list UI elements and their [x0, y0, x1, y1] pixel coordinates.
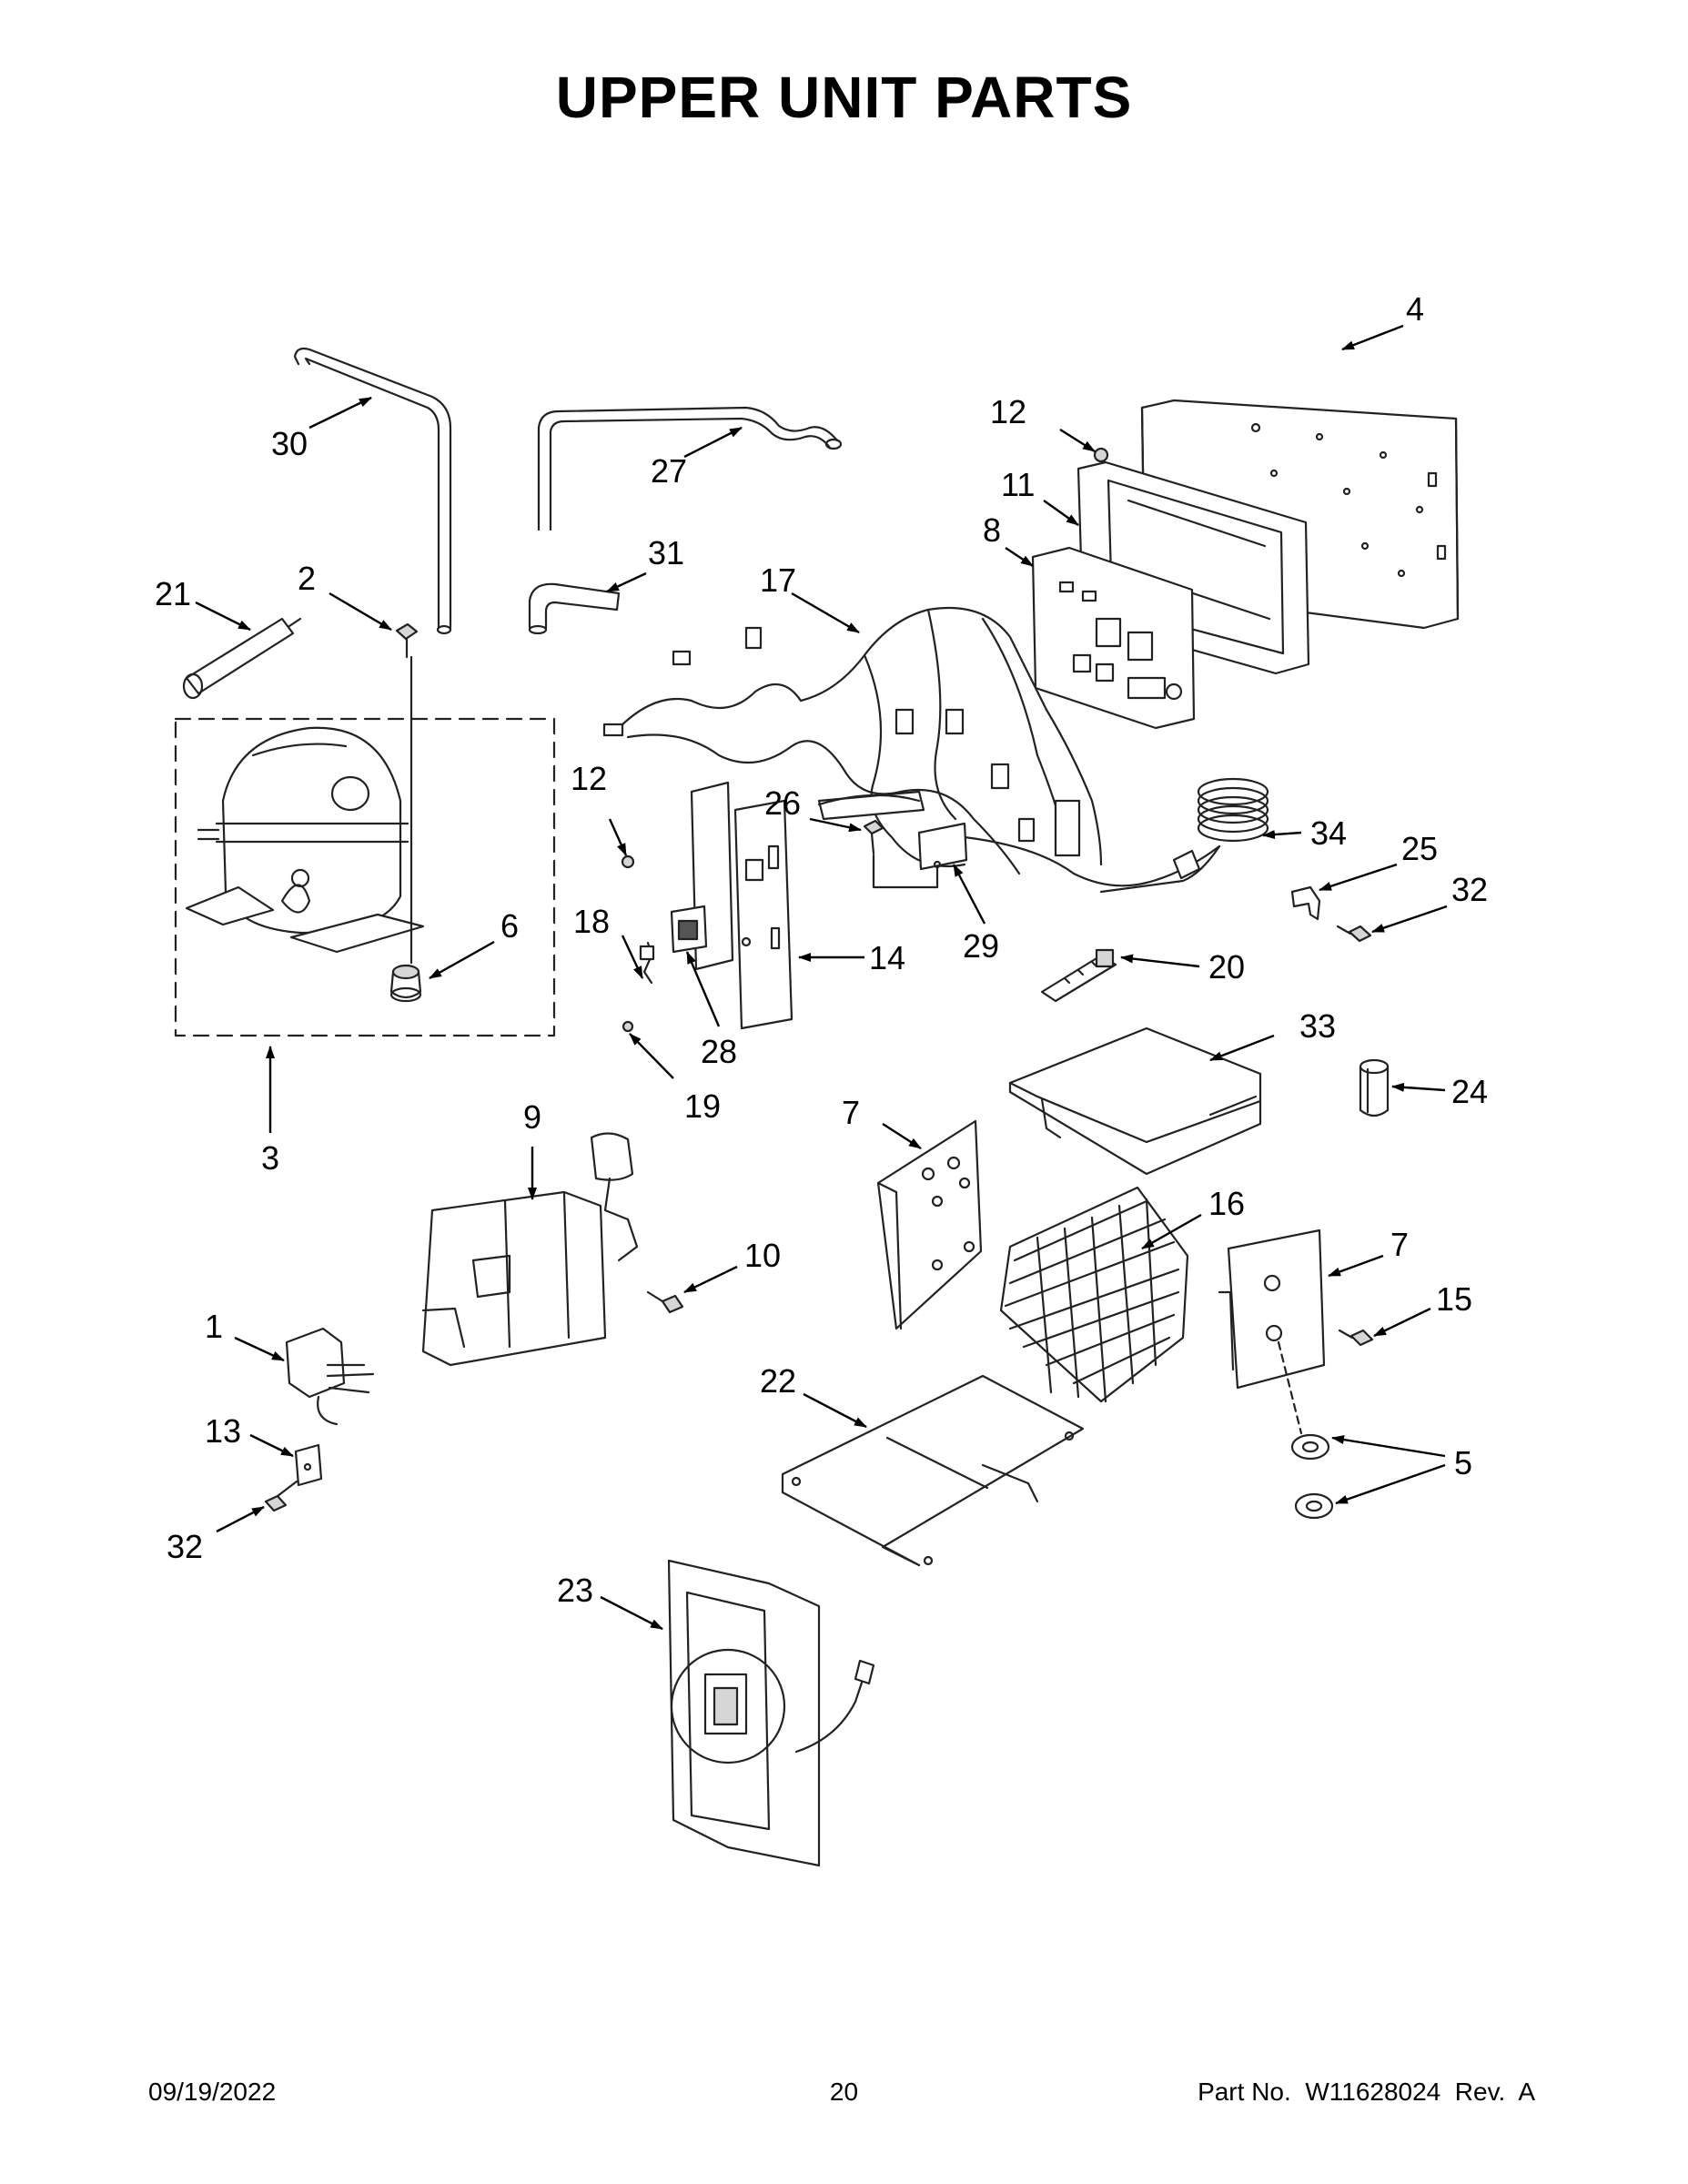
- callout-19: 19: [684, 1087, 721, 1125]
- callout-14: 14: [869, 939, 905, 976]
- part-23-fan-assembly: [667, 1559, 875, 1867]
- part-19-screw: [622, 1020, 634, 1033]
- part-2-screw: [395, 622, 419, 659]
- callout-1: 1: [205, 1308, 223, 1345]
- part-22-drip-tray: [781, 1374, 1085, 1567]
- callout-31: 31: [648, 534, 684, 571]
- callout-16: 16: [1208, 1185, 1245, 1222]
- callout-18: 18: [573, 903, 610, 940]
- part-7-bracket-left: [876, 1119, 983, 1330]
- footer-page-number: 20: [829, 2078, 859, 2106]
- footer-part-number: Part No. W11628024 Rev. A: [1198, 2078, 1535, 2106]
- callout-4: 4: [1406, 290, 1424, 328]
- callout-27: 27: [651, 452, 687, 490]
- callout-2: 2: [298, 560, 316, 597]
- callout-12-lower: 12: [571, 760, 607, 797]
- leader-lines: [195, 324, 1448, 1631]
- callout-29: 29: [963, 927, 999, 965]
- part-34-heater: [1099, 777, 1269, 894]
- callout-33: 33: [1299, 1007, 1336, 1045]
- callout-labels: 30 27 31 21 2 17 8 11 12 4 12 26 34 25 3…: [155, 290, 1488, 1609]
- part-24-cylinder: [1359, 1058, 1390, 1117]
- part-12-screw-upper: [1093, 447, 1109, 463]
- part-26-screw: [863, 819, 939, 889]
- part-1-relay: [285, 1327, 375, 1426]
- callout-32-left: 32: [167, 1528, 203, 1565]
- part-6-grommet: [389, 964, 422, 1003]
- part-13-bracket: [294, 1443, 323, 1487]
- callout-32-right: 32: [1451, 871, 1488, 908]
- part-5-grommets: [1277, 1340, 1334, 1520]
- callout-28: 28: [701, 1033, 737, 1070]
- part-17-wire-harness: [602, 606, 1221, 887]
- part-7-bracket-right: [1218, 1228, 1326, 1390]
- part-33-evap-cover: [1008, 1026, 1262, 1176]
- callout-8: 8: [983, 511, 1001, 549]
- callout-21: 21: [155, 575, 191, 612]
- part-21-dryer: [182, 617, 302, 700]
- callout-3: 3: [261, 1139, 279, 1177]
- part-32-screw-right: [1336, 925, 1372, 943]
- callout-12-upper: 12: [990, 393, 1026, 430]
- part-10-screw: [646, 1290, 684, 1314]
- part-9-fan-shroud: [421, 1132, 639, 1367]
- footer-date: 09/19/2022: [148, 2078, 277, 2106]
- part-18-connector: [639, 941, 655, 985]
- part-28-switch: [670, 905, 708, 954]
- callout-7-left: 7: [842, 1094, 860, 1131]
- callout-13: 13: [205, 1412, 241, 1450]
- part-16-evaporator: [999, 1186, 1189, 1403]
- callout-26: 26: [764, 784, 801, 822]
- callout-10: 10: [744, 1237, 781, 1274]
- part-30-tube: [293, 347, 452, 635]
- part-31-tube: [528, 582, 621, 635]
- part-29-bracket: [917, 822, 968, 871]
- callout-25: 25: [1401, 830, 1438, 867]
- callout-30: 30: [271, 425, 308, 462]
- callout-9: 9: [523, 1098, 541, 1136]
- callout-17: 17: [760, 561, 796, 599]
- callout-6: 6: [500, 907, 519, 945]
- callout-20: 20: [1208, 948, 1245, 986]
- callout-5: 5: [1454, 1444, 1472, 1481]
- callout-34: 34: [1310, 814, 1347, 852]
- page-title: UPPER UNIT PARTS: [555, 65, 1133, 130]
- part-25-clip: [1290, 885, 1321, 921]
- part-12-screw-lower: [621, 854, 635, 869]
- callout-24: 24: [1451, 1073, 1488, 1110]
- callout-23: 23: [557, 1572, 593, 1609]
- callout-15: 15: [1436, 1280, 1472, 1318]
- callout-22: 22: [760, 1362, 796, 1400]
- part-3-compressor-assembly: [174, 655, 556, 1037]
- part-15-screw: [1338, 1329, 1374, 1347]
- part-27-tube: [537, 406, 843, 531]
- part-32-screw-left: [264, 1480, 298, 1512]
- part-20-drain-heater: [1040, 948, 1117, 1003]
- callout-7-right: 7: [1390, 1226, 1409, 1263]
- callout-11: 11: [1001, 466, 1035, 503]
